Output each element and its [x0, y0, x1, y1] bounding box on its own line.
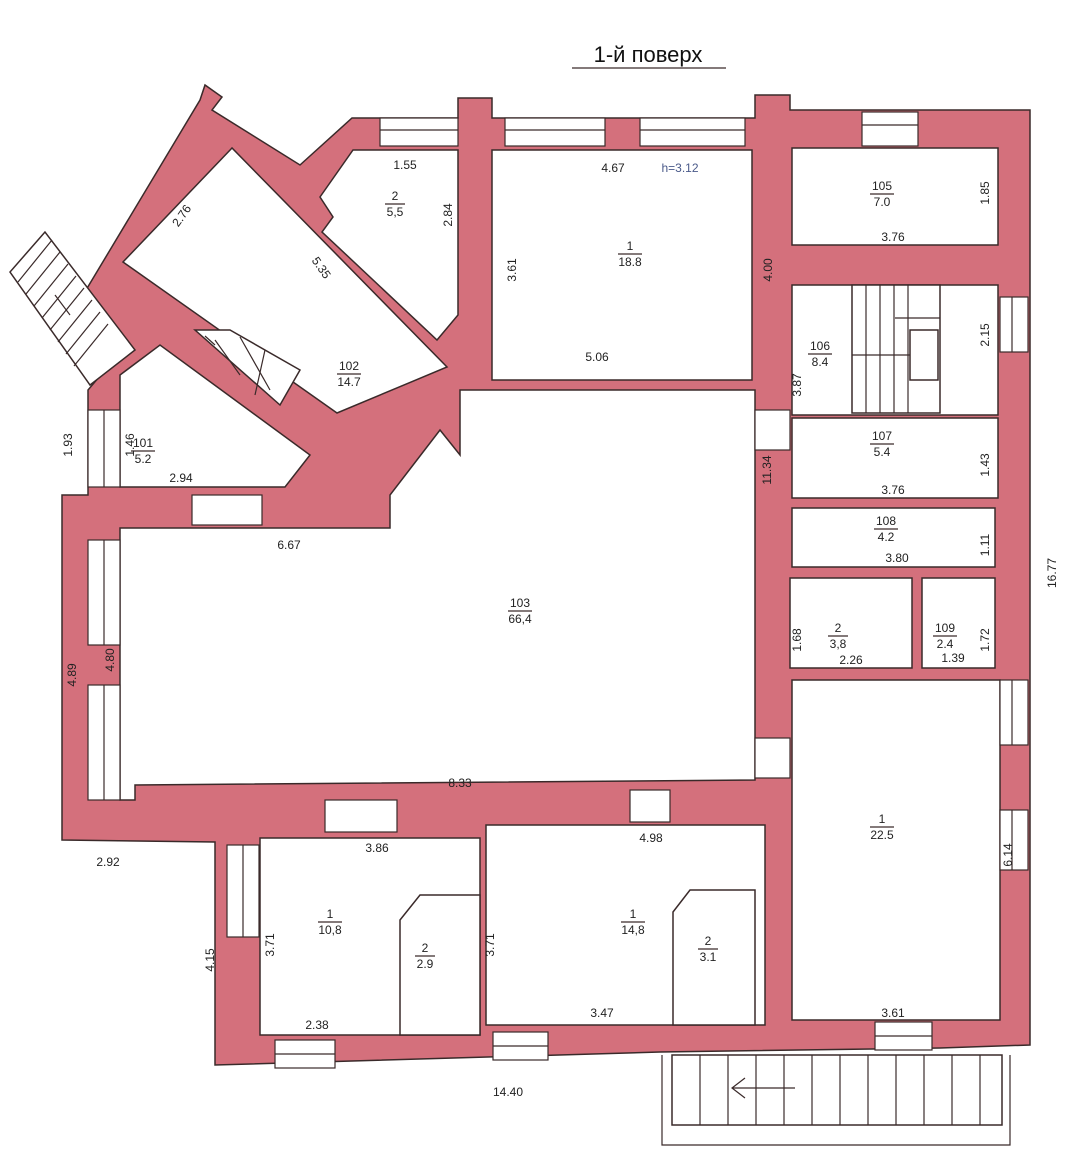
- svg-text:5.2: 5.2: [135, 452, 152, 466]
- svg-text:5.06: 5.06: [585, 350, 609, 364]
- room-103-hall: [119, 389, 756, 801]
- svg-text:2.26: 2.26: [839, 653, 863, 667]
- svg-text:5,5: 5,5: [387, 205, 404, 219]
- svg-text:3.76: 3.76: [881, 483, 905, 497]
- room-105: [791, 147, 999, 246]
- svg-text:2.9: 2.9: [417, 957, 434, 971]
- svg-text:1.46: 1.46: [123, 433, 137, 457]
- svg-text:4.67: 4.67: [601, 161, 625, 175]
- svg-text:1: 1: [879, 812, 886, 826]
- svg-text:10,8: 10,8: [318, 923, 342, 937]
- entrance-stairs: [661, 1054, 1011, 1146]
- room-1-18-8: [491, 149, 753, 381]
- svg-text:2.4: 2.4: [937, 637, 954, 651]
- svg-text:22.5: 22.5: [870, 828, 894, 842]
- svg-text:3.86: 3.86: [365, 841, 389, 855]
- svg-text:4.15: 4.15: [203, 948, 217, 972]
- svg-text:14,8: 14,8: [621, 923, 645, 937]
- plan-title: 1-й поверх: [594, 42, 703, 67]
- svg-text:2.84: 2.84: [441, 203, 455, 227]
- svg-text:4.00: 4.00: [761, 258, 775, 282]
- svg-text:101: 101: [133, 436, 153, 450]
- svg-text:1: 1: [627, 239, 634, 253]
- svg-text:2.92: 2.92: [96, 855, 120, 869]
- svg-text:1.93: 1.93: [61, 433, 75, 457]
- left-stairs: [9, 230, 137, 387]
- svg-text:18.8: 18.8: [618, 255, 642, 269]
- room-1-22-5: [791, 679, 1001, 1021]
- dimension-labels: 1.55 2.76 5.35 2.84 3.61 4.67 4.00 5.06 …: [61, 158, 1059, 1099]
- svg-text:3.87: 3.87: [790, 373, 804, 397]
- svg-text:1.68: 1.68: [790, 628, 804, 652]
- svg-text:4.89: 4.89: [65, 663, 79, 687]
- svg-text:14.7: 14.7: [337, 375, 361, 389]
- svg-text:2: 2: [705, 934, 712, 948]
- svg-text:2: 2: [422, 941, 429, 955]
- svg-text:8.4: 8.4: [812, 355, 829, 369]
- room-102-stairs: [193, 329, 302, 407]
- svg-text:105: 105: [872, 179, 892, 193]
- room-2-wc-top: [319, 149, 459, 342]
- windows: [87, 111, 1029, 1069]
- svg-text:103: 103: [510, 596, 530, 610]
- svg-text:66,4: 66,4: [508, 612, 532, 626]
- room-2-wc-left: [399, 894, 481, 1036]
- svg-text:2: 2: [835, 621, 842, 635]
- svg-text:1.72: 1.72: [978, 628, 992, 652]
- svg-text:2.15: 2.15: [978, 323, 992, 347]
- svg-text:108: 108: [876, 514, 896, 528]
- ceiling-height: h=3.12: [661, 161, 698, 175]
- svg-text:4.2: 4.2: [878, 530, 895, 544]
- room-102: [121, 146, 449, 414]
- room-106-stairs: [851, 284, 941, 414]
- svg-text:3.71: 3.71: [263, 933, 277, 957]
- room-109: [921, 577, 996, 669]
- svg-text:106: 106: [810, 339, 830, 353]
- room-2-wc-right: [672, 889, 756, 1026]
- svg-text:2.38: 2.38: [305, 1018, 329, 1032]
- svg-text:1: 1: [630, 907, 637, 921]
- svg-text:16.77: 16.77: [1045, 558, 1059, 588]
- svg-text:1.39: 1.39: [941, 651, 965, 665]
- svg-text:14.40: 14.40: [493, 1085, 523, 1099]
- svg-text:1.11: 1.11: [978, 533, 992, 556]
- svg-text:3.61: 3.61: [881, 1006, 905, 1020]
- svg-text:4.80: 4.80: [103, 648, 117, 672]
- svg-text:5.4: 5.4: [874, 445, 891, 459]
- svg-text:3.80: 3.80: [885, 551, 909, 565]
- svg-text:11.34: 11.34: [760, 455, 774, 484]
- svg-text:1.55: 1.55: [393, 158, 417, 172]
- svg-text:2.94: 2.94: [169, 471, 193, 485]
- svg-text:102: 102: [339, 359, 359, 373]
- svg-text:1.43: 1.43: [978, 453, 992, 477]
- svg-text:8.33: 8.33: [448, 776, 472, 790]
- svg-text:1.85: 1.85: [978, 181, 992, 205]
- arrow-icon: [54, 294, 71, 316]
- room-2-wc-mid: [789, 577, 913, 669]
- svg-text:3.47: 3.47: [590, 1006, 614, 1020]
- svg-text:3.1: 3.1: [700, 950, 717, 964]
- room-107: [791, 417, 999, 499]
- svg-text:4.98: 4.98: [639, 831, 663, 845]
- svg-text:6.14: 6.14: [1001, 843, 1015, 867]
- room-108: [791, 507, 996, 568]
- svg-text:1: 1: [327, 907, 334, 921]
- svg-text:109: 109: [935, 621, 955, 635]
- svg-text:107: 107: [872, 429, 892, 443]
- svg-text:3,8: 3,8: [830, 637, 847, 651]
- svg-text:3.76: 3.76: [881, 230, 905, 244]
- svg-text:3.61: 3.61: [505, 258, 519, 282]
- svg-text:7.0: 7.0: [874, 195, 891, 209]
- svg-text:6.67: 6.67: [277, 538, 301, 552]
- svg-text:3.71: 3.71: [483, 933, 497, 957]
- svg-text:2: 2: [392, 189, 399, 203]
